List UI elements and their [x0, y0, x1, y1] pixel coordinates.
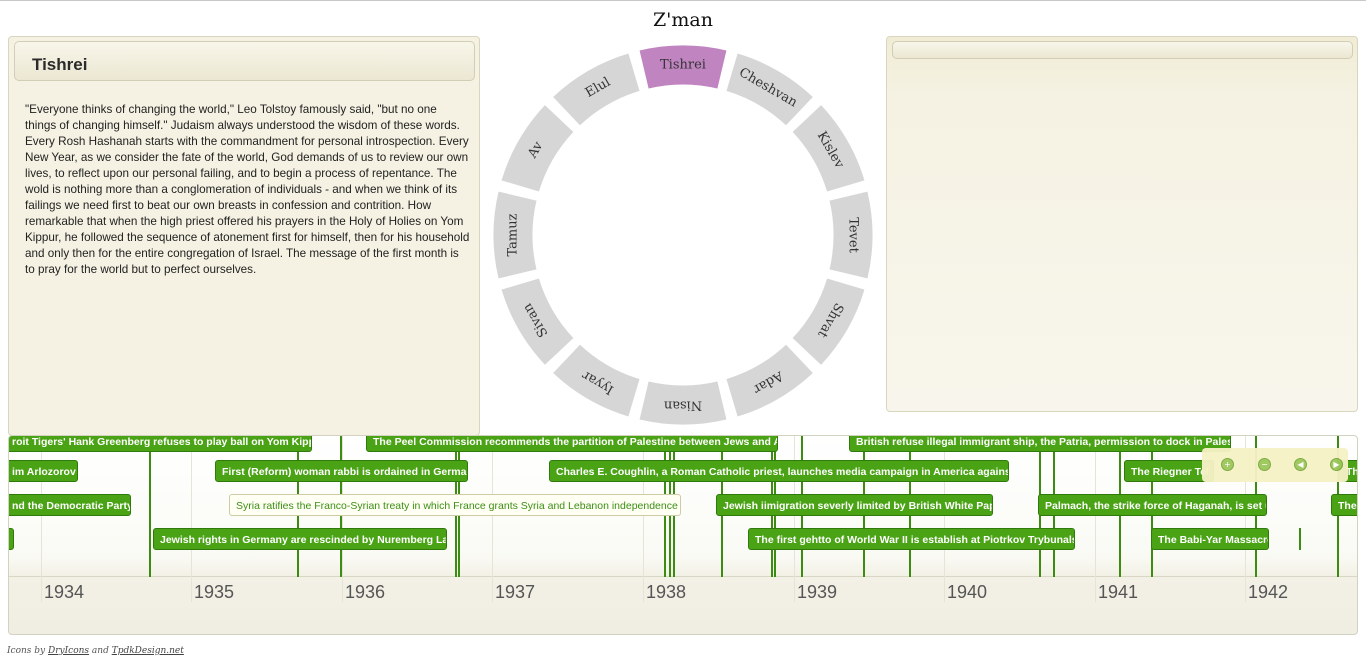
month-segment-elul[interactable]: [551, 52, 641, 127]
month-segment-iyyar[interactable]: [551, 343, 641, 418]
credits-prefix: Icons by: [7, 646, 48, 656]
month-segment-kislev[interactable]: [791, 103, 866, 193]
year-tick: [191, 436, 192, 602]
month-segment-nisan[interactable]: [638, 380, 728, 426]
credits-middle: and: [89, 646, 112, 656]
month-info-header: Tishrei: [14, 41, 475, 81]
month-label: Tevet: [846, 217, 861, 253]
timeline-event[interactable]: Jewish iimigration severly limited by Br…: [716, 494, 993, 516]
month-info-panel: Tishrei "Everyone thinks of changing the…: [8, 36, 480, 436]
timeline-event[interactable]: The Babi-Yar Massacre: [1151, 528, 1269, 550]
event-detail-header: [892, 41, 1353, 59]
month-description: "Everyone thinks of changing the world,"…: [25, 103, 470, 276]
year-tick: [1095, 436, 1096, 602]
app-title: Z'man: [652, 9, 713, 31]
year-tick: [41, 436, 42, 602]
month-segment-shvat[interactable]: [791, 277, 866, 367]
timeline-event[interactable]: im Arlozorov: [9, 460, 78, 482]
tpdkdesign-link[interactable]: TpdkDesign.net: [111, 646, 184, 656]
month-segment-av[interactable]: [500, 103, 575, 193]
timeline-event[interactable]: Charles E. Coughlin, a Roman Catholic pr…: [549, 460, 1009, 482]
year-tick: [794, 436, 795, 602]
timeline-event[interactable]: British refuse illegal immigrant ship, t…: [849, 436, 1231, 452]
year-label: 1935: [194, 582, 235, 602]
month-segment-tamuz[interactable]: [492, 190, 538, 280]
year-tick: [1245, 436, 1246, 602]
timeline-event[interactable]: First (Reform) woman rabbi is ordained i…: [215, 460, 468, 482]
arrow-left-icon[interactable]: ◀: [1294, 458, 1307, 471]
month-label: Nisan: [663, 398, 702, 413]
year-label: 1941: [1098, 582, 1139, 602]
arrow-right-icon[interactable]: ▶: [1330, 458, 1343, 471]
month-segment-cheshvan[interactable]: [725, 52, 815, 127]
year-label: 1939: [797, 582, 838, 602]
year-label: 1934: [44, 582, 85, 602]
month-segment-sivan[interactable]: [500, 277, 575, 367]
month-segment-tevet[interactable]: [828, 190, 874, 280]
year-tick: [643, 436, 644, 602]
month-title: Tishrei: [32, 55, 88, 74]
timeline-event[interactable]: Jewish rights in Germany are rescinded b…: [153, 528, 447, 550]
timeline-event[interactable]: roit Tigers' Hank Greenberg refuses to p…: [9, 436, 312, 452]
timeline-event[interactable]: The first gehtto of World War II is esta…: [748, 528, 1075, 550]
dryicons-link[interactable]: DryIcons: [48, 646, 90, 656]
event-marker-line: [1299, 528, 1301, 550]
year-label: 1942: [1248, 582, 1289, 602]
event-marker-line: [149, 436, 151, 577]
year-label: 1937: [495, 582, 536, 602]
event-detail-panel: [886, 36, 1358, 412]
year-tick: [492, 436, 493, 602]
year-label: 1940: [947, 582, 988, 602]
credits: Icons by DryIcons and TpdkDesign.net: [7, 646, 184, 656]
year-label: 1938: [646, 582, 687, 602]
timeline-event[interactable]: Palmach, the strike force of Haganah, is…: [1038, 494, 1267, 516]
year-tick: [944, 436, 945, 602]
month-segment-adar[interactable]: [725, 343, 815, 418]
timeline-event[interactable]: nd the Democratic Party: [9, 494, 131, 516]
timeline-event[interactable]: The Peel Commission recommends the parti…: [366, 436, 778, 452]
month-label: Tishrei: [660, 58, 706, 73]
timeline-band-divider: [9, 576, 1357, 577]
zoom-in-icon[interactable]: +: [1221, 458, 1234, 471]
year-label: 1936: [345, 582, 386, 602]
month-label: Tamuz: [506, 213, 521, 256]
timeline-event[interactable]: The Riegner Tel: [1124, 460, 1214, 482]
timeline-nav-bar: + − ◀ ▶: [1202, 448, 1348, 482]
timeline-event[interactable]: [9, 528, 14, 550]
month-wheel-svg: TishreiCheshvanKislevTevetShvatAdarNisan…: [492, 44, 874, 426]
timeline[interactable]: 1934 1935 1936 1937 1938 1939 1940 1941 …: [8, 435, 1358, 635]
month-segment-tishrei[interactable]: [638, 44, 728, 90]
timeline-event-selected[interactable]: Syria ratifies the Franco-Syrian treaty …: [229, 494, 681, 516]
zoom-out-icon[interactable]: −: [1258, 458, 1271, 471]
timeline-event[interactable]: The: [1331, 494, 1357, 516]
year-tick: [342, 436, 343, 602]
